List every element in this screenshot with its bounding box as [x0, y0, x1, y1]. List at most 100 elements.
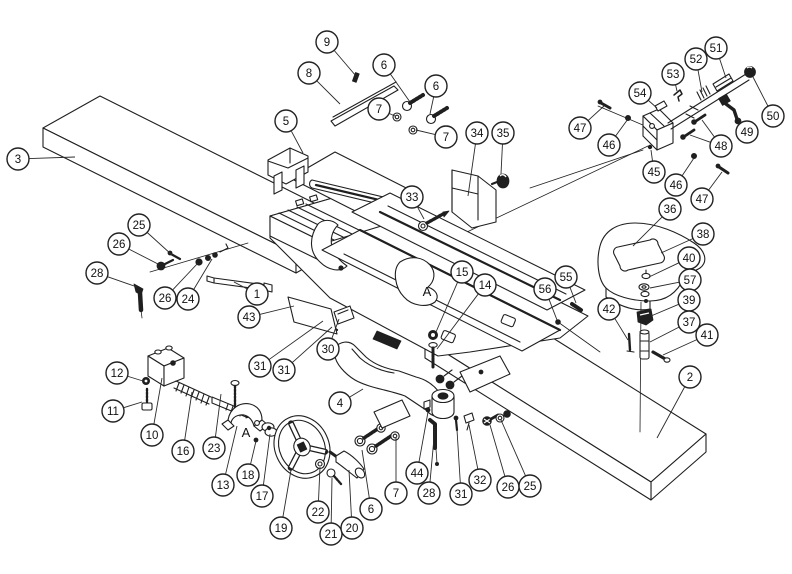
balloon-53: 53: [661, 62, 685, 86]
leader-line-55: [569, 287, 577, 304]
balloon-circle-25: [518, 474, 542, 498]
leader-line-19: [282, 469, 292, 517]
leader-line-6: [429, 97, 435, 115]
balloon-30: 30: [316, 337, 340, 361]
balloon-number-53: 53: [667, 69, 680, 81]
leader-line-35: [500, 144, 503, 175]
balloon-number-47: 47: [574, 123, 587, 135]
leader-line-46: [615, 118, 629, 136]
leader-line-26: [129, 248, 159, 265]
balloon-number-48: 48: [715, 141, 728, 153]
leader-line-41: [662, 339, 697, 356]
balloon-8: 8: [297, 61, 321, 85]
balloon-number-24: 24: [182, 294, 195, 306]
balloon-number-6: 6: [381, 60, 387, 72]
balloon-circle-25: [127, 213, 151, 237]
balloon-2: 2: [678, 365, 702, 389]
leader-line-22: [318, 466, 321, 501]
leader-line-36: [632, 216, 663, 247]
deflector-and-knob: [417, 169, 510, 232]
balloon-circle-7: [434, 125, 458, 149]
balloon-circle-49: [735, 120, 759, 144]
balloon-32: 32: [468, 468, 492, 492]
balloon-46: 46: [664, 173, 688, 197]
balloon-number-3: 3: [15, 154, 21, 166]
balloon-circle-41: [695, 323, 719, 347]
leader-line-25: [500, 419, 526, 476]
balloon-circle-19: [269, 516, 293, 540]
balloon-7: 7: [367, 97, 391, 121]
balloon-circle-51: [704, 36, 728, 60]
balloon-number-51: 51: [710, 43, 723, 55]
balloon-circle-22: [306, 500, 330, 524]
balloon-number-17: 17: [256, 491, 269, 503]
balloon-28: 28: [85, 261, 109, 285]
leader-line-10: [153, 377, 163, 424]
leader-line-6: [361, 449, 370, 498]
balloon-number-22: 22: [312, 507, 325, 519]
depth-adjust-assembly: [141, 345, 278, 443]
balloon-51: 51: [704, 36, 728, 60]
balloon-circle-6: [359, 497, 383, 521]
balloon-circle-30: [316, 337, 340, 361]
balloon-number-26: 26: [159, 293, 172, 305]
leader-line-7: [389, 113, 396, 117]
leader-line-54: [648, 100, 658, 109]
balloon-circle-33: [400, 185, 424, 209]
balloon-circle-48: [709, 134, 733, 158]
ref-letter-A-1: A: [242, 425, 251, 440]
balloon-number-26: 26: [502, 482, 515, 494]
balloon-40: 40: [677, 246, 701, 270]
handwheel-assembly: [273, 415, 366, 486]
balloon-circle-7: [367, 97, 391, 121]
balloon-number-9: 9: [324, 37, 330, 49]
balloon-circle-54: [628, 81, 652, 105]
leader-line-47: [588, 105, 605, 121]
balloon-number-4: 4: [337, 398, 344, 410]
balloon-47: 47: [690, 187, 714, 211]
balloon-number-55: 55: [560, 272, 573, 284]
balloon-26: 26: [496, 475, 520, 499]
balloon-number-38: 38: [697, 229, 710, 241]
balloon-9: 9: [315, 30, 339, 54]
balloon-number-43: 43: [243, 312, 256, 324]
balloon-24: 24: [176, 287, 200, 311]
leader-line-16: [184, 391, 193, 440]
balloon-12: 12: [105, 361, 129, 385]
balloon-number-44: 44: [411, 468, 424, 480]
balloon-circle-44: [405, 461, 429, 485]
balloon-circle-20: [340, 516, 364, 540]
balloon-number-28: 28: [423, 488, 436, 500]
balloon-46: 46: [597, 133, 621, 157]
balloon-number-31: 31: [455, 489, 468, 501]
balloon-circle-38: [691, 222, 715, 246]
reference-letters: AA: [242, 284, 432, 440]
balloon-number-25: 25: [133, 220, 146, 232]
balloon-17: 17: [250, 484, 274, 508]
leader-line-45: [650, 149, 653, 161]
balloon-number-2: 2: [687, 372, 693, 384]
main-casting-shape: [269, 151, 589, 390]
balloon-number-46: 46: [603, 140, 616, 152]
balloon-circle-11: [101, 399, 125, 423]
balloon-7: 7: [384, 481, 408, 505]
balloon-number-41: 41: [701, 330, 714, 342]
balloon-42: 42: [597, 297, 621, 321]
balloon-number-28: 28: [91, 268, 104, 280]
balloon-39: 39: [677, 288, 701, 312]
balloon-number-39: 39: [683, 295, 696, 307]
balloon-23: 23: [202, 436, 226, 460]
leader-line-18: [250, 440, 257, 464]
balloon-25: 25: [518, 474, 542, 498]
balloon-number-49: 49: [741, 127, 754, 139]
balloon-number-25: 25: [524, 481, 537, 493]
balloon-1: 1: [245, 282, 269, 306]
leader-line-34: [467, 144, 476, 197]
balloon-circle-3: [6, 147, 30, 171]
balloon-number-56: 56: [539, 284, 552, 296]
balloon-number-1: 1: [254, 289, 260, 301]
lower-fastener-cluster: [428, 355, 511, 466]
leader-line-15: [435, 282, 458, 333]
balloon-5: 5: [274, 109, 298, 133]
